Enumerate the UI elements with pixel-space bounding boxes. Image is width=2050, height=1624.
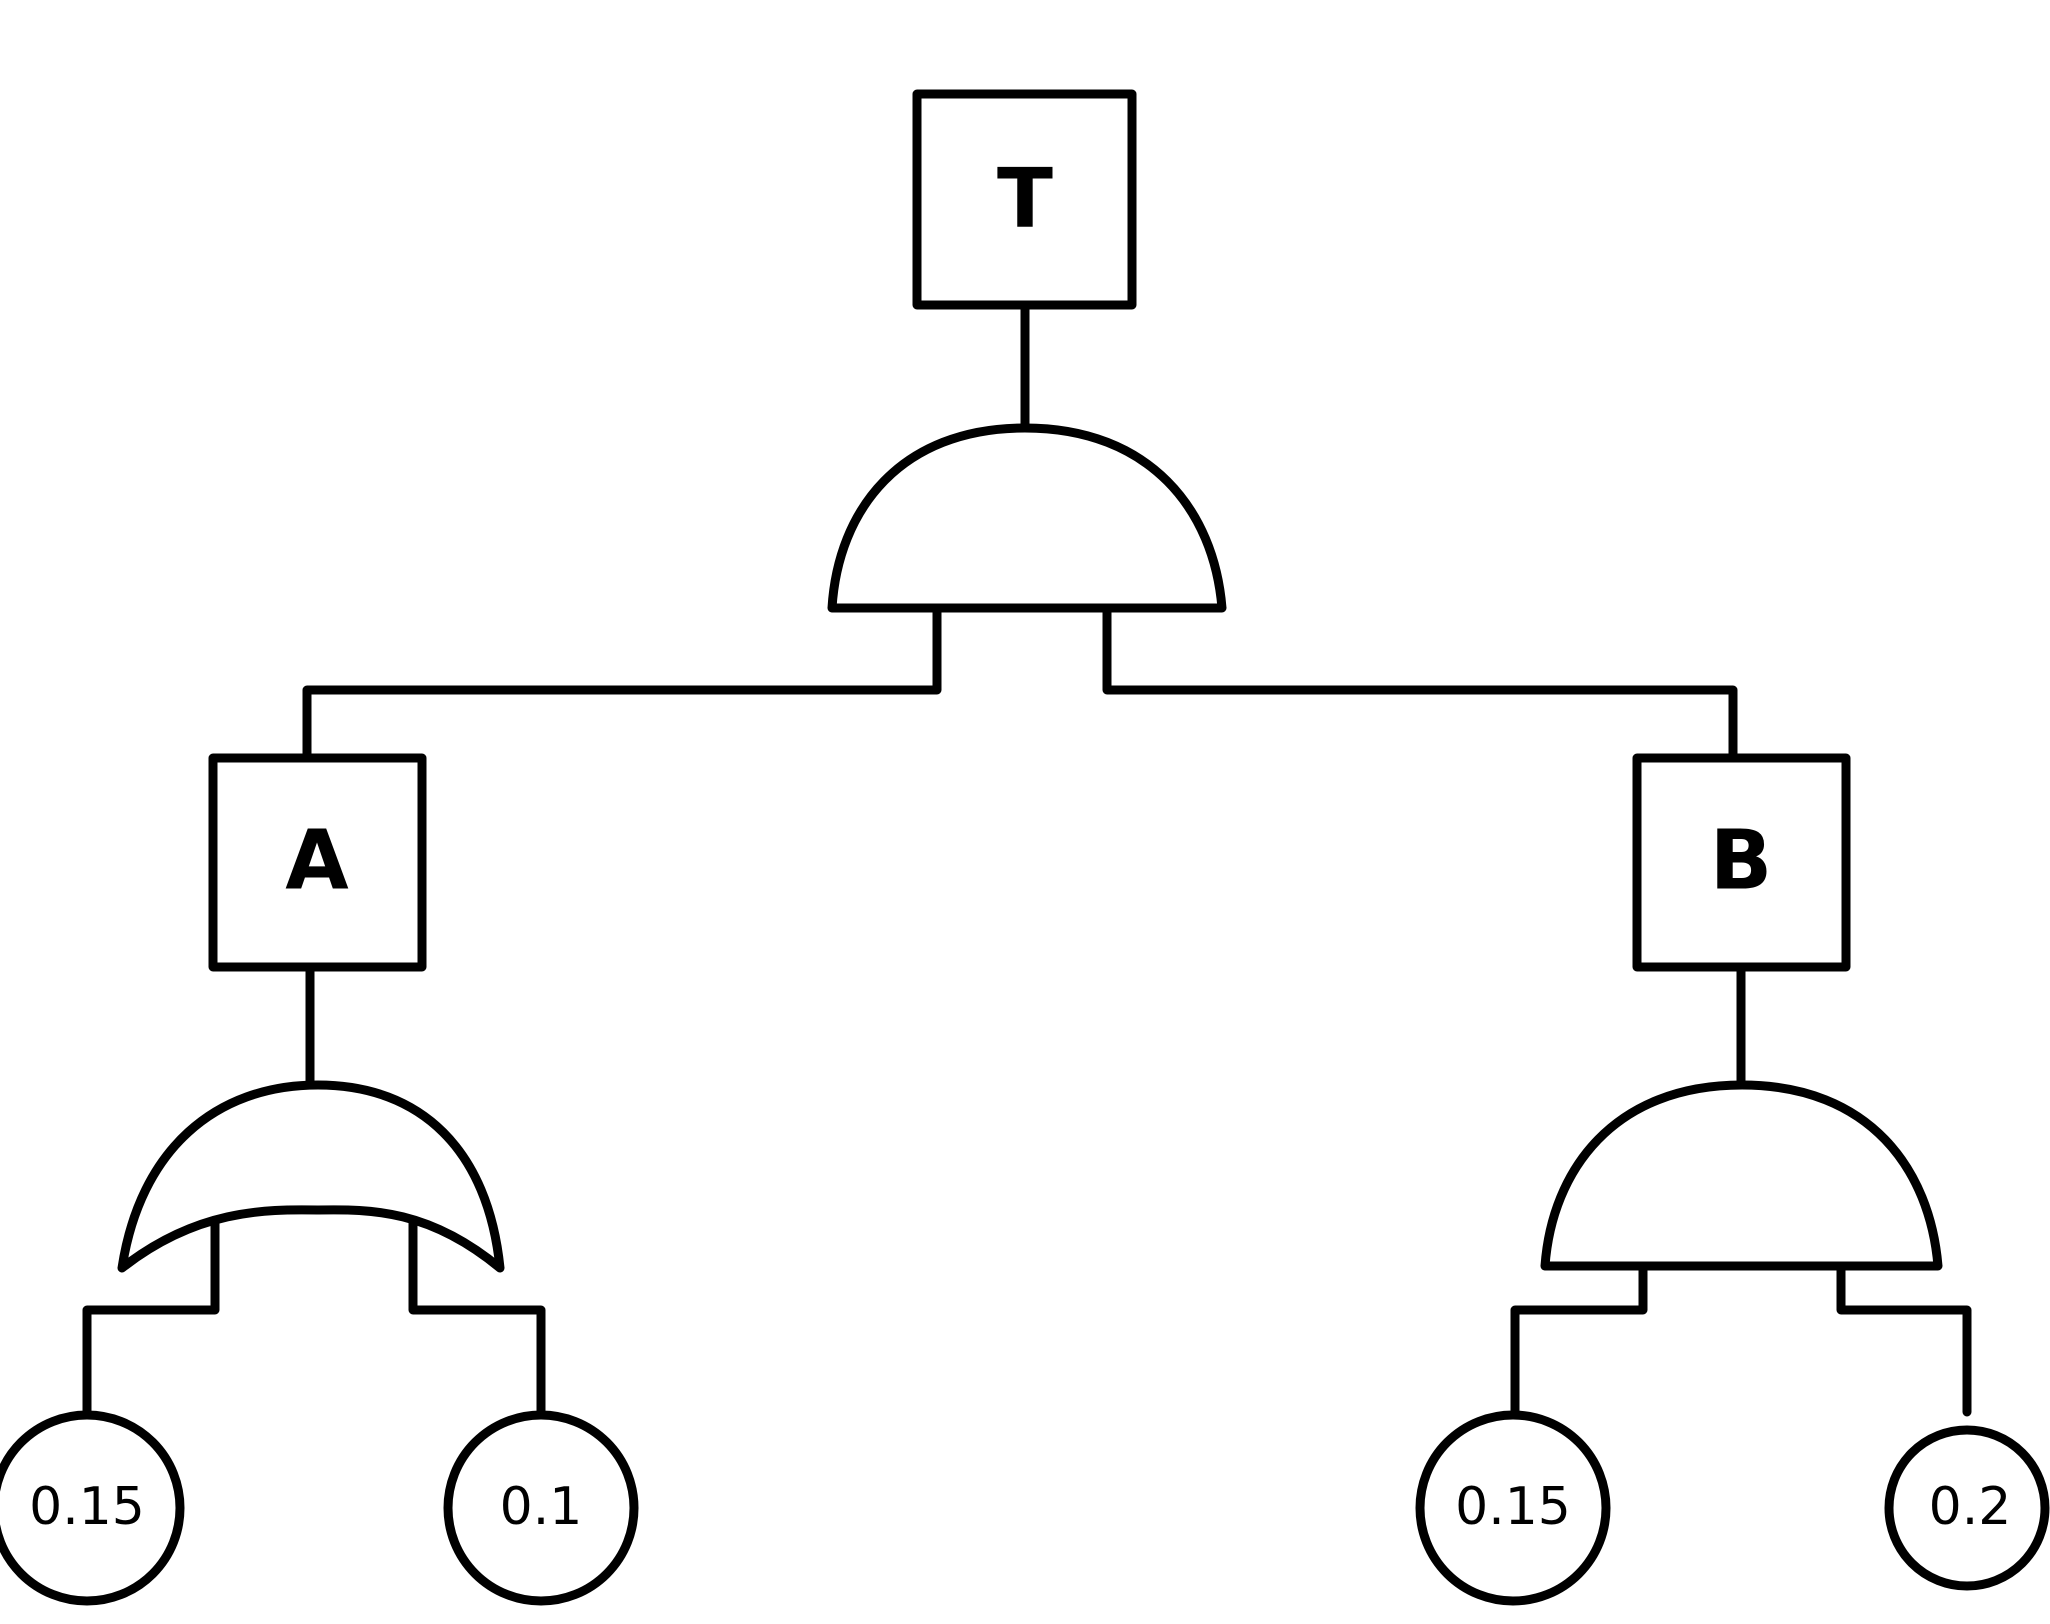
basic-event-b1: 0.15	[1415, 1410, 1611, 1606]
basic-event-a1-prob: 0.15	[29, 1477, 145, 1537]
top-event-label: T	[997, 151, 1053, 246]
basic-event-a1-circle	[0, 1410, 185, 1606]
event-b-box	[1632, 753, 1851, 972]
basic-event-b2-circle	[1884, 1425, 2050, 1591]
basic-event-a1: 0.15	[0, 1410, 185, 1606]
wire-and-to-b1	[1510, 1261, 1648, 1417]
basic-event-a2-prob: 0.1	[500, 1477, 583, 1537]
basic-event-a2-circle	[443, 1410, 639, 1606]
basic-event-b2-prob: 0.2	[1929, 1477, 2012, 1537]
or-gate-a	[117, 1080, 505, 1273]
basic-event-a2: 0.1	[443, 1410, 639, 1606]
top-event-t: T	[912, 89, 1137, 310]
basic-event-b1-prob: 0.15	[1455, 1477, 1571, 1537]
top-event-box	[912, 89, 1137, 310]
and-gate-top	[827, 423, 1227, 613]
event-b-label: B	[1710, 813, 1773, 908]
wire-or-to-a1	[82, 1217, 220, 1417]
wire-and-to-a	[302, 603, 942, 763]
event-a-label: A	[285, 813, 349, 908]
intermediate-event-b: B	[1632, 753, 1851, 972]
and-gate-b	[1540, 1080, 1943, 1271]
basic-event-b1-circle	[1415, 1410, 1611, 1606]
wire-and-to-b2	[1836, 1261, 1972, 1417]
intermediate-event-a: A	[208, 753, 427, 972]
basic-event-b2: 0.2	[1884, 1425, 2050, 1591]
wires	[82, 300, 1972, 1417]
wire-or-to-a2	[408, 1217, 546, 1417]
wire-and-to-b	[1102, 603, 1738, 763]
event-a-box	[208, 753, 427, 972]
